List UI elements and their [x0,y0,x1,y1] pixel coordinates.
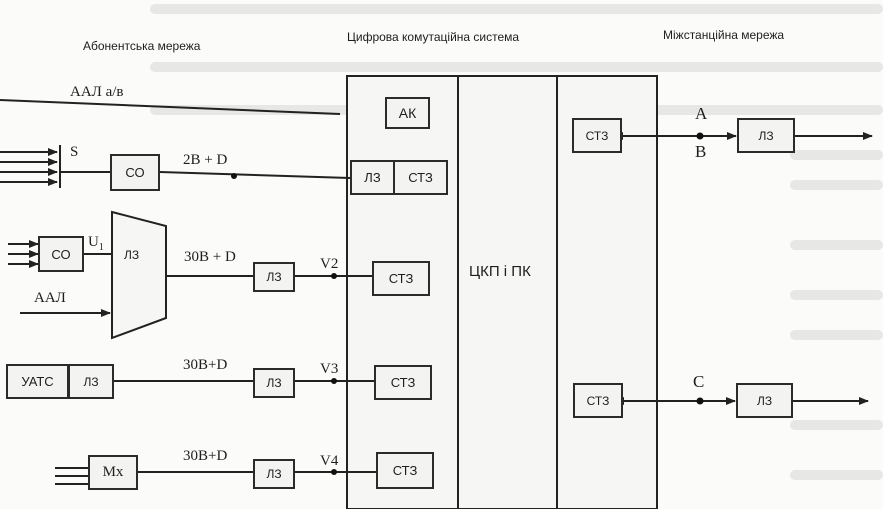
mx-box: Мх [88,455,138,490]
v2-label: V2 [320,256,339,272]
header-digital-switching-system: Цифрова комутаційна система [347,30,520,44]
stz-box-v2: СТЗ [372,261,430,296]
co-box-1: СО [110,154,160,191]
stz-box-right-top: СТЗ [572,118,622,153]
rate-30bd-label-1: 30В + D [184,249,236,265]
lz-box-v3: ЛЗ [253,368,295,398]
aal-ab-label: ААЛ а/в [70,84,124,100]
stz-box-right-bottom: СТЗ [573,383,623,418]
uats-box: УАТС [6,364,69,399]
rate-30bd-label-3: 30В+D [183,448,228,464]
co-box-2: СО [38,236,84,272]
u1-label: U1 [88,234,104,253]
header-interexchange-network: Міжстанційна мережа [663,28,785,42]
multiplexer-trapezoid [111,210,167,340]
mux-lz-label: ЛЗ [124,248,140,262]
uats-lz-box: ЛЗ [68,364,114,399]
rate-2bd-label: 2В + D [183,152,228,168]
v3-label: V3 [320,361,339,377]
lz-box-v4: ЛЗ [253,459,295,489]
stz-box-top: СТЗ [393,160,448,195]
lz-box-right-top: ЛЗ [737,118,795,153]
lz-box-right-bottom: ЛЗ [736,383,793,418]
v4-label: V4 [320,453,339,469]
point-b-label: B [695,142,707,161]
lz-box-top: ЛЗ [350,160,395,195]
s-label: S [70,144,79,160]
ak-box: АК [385,97,430,129]
stz-box-v4: СТЗ [376,452,434,489]
header-subscriber-network: Абонентська мережа [83,39,201,53]
center-block-label: ЦКП і ПК [469,263,531,280]
stz-box-v3: СТЗ [374,365,432,400]
lz-box-v2: ЛЗ [253,262,295,292]
point-c-label: C [693,372,705,391]
rate-30bd-label-2: 30В+D [183,357,228,373]
aal-label: ААЛ [34,290,66,306]
point-a-label: A [695,104,708,123]
